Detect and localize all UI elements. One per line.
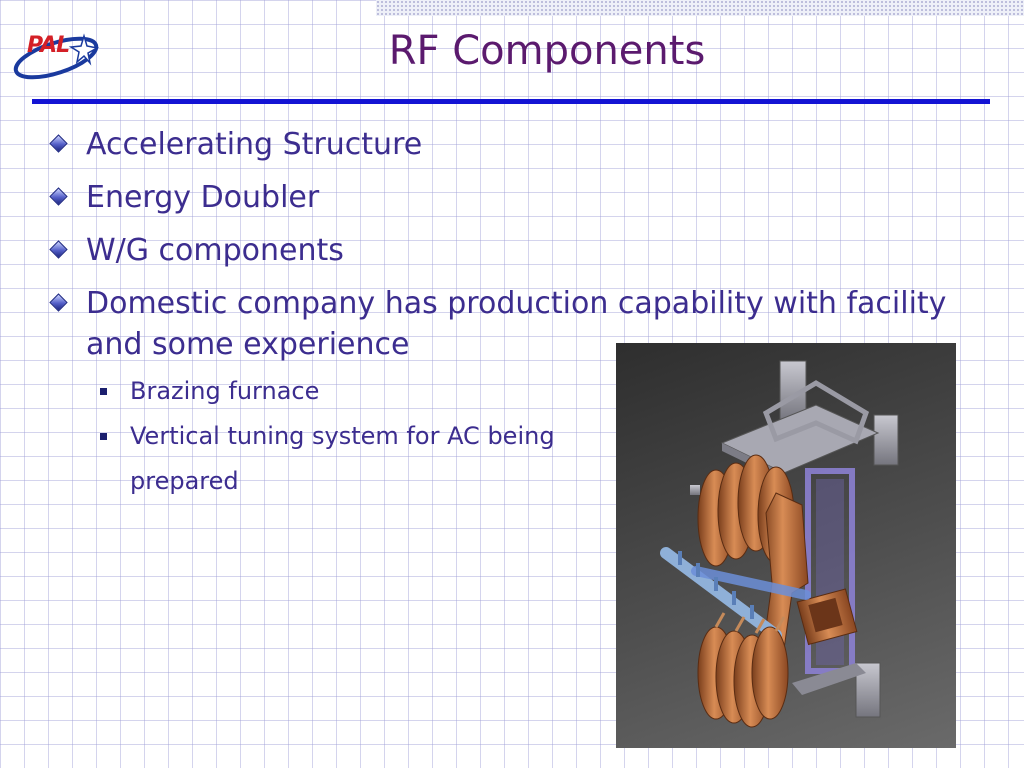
bullet-item: Accelerating Structure: [48, 124, 968, 165]
diamond-bullet-icon: [49, 134, 68, 153]
sub-bullet-item: Brazing furnace: [48, 369, 600, 414]
rf-assembly-illustration: [660, 360, 899, 728]
bullet-text: Energy Doubler: [86, 180, 320, 215]
bullet-list: Accelerating Structure Energy Doubler W/…: [48, 124, 968, 504]
top-decorative-band: [376, 0, 1024, 16]
bullet-text: Accelerating Structure: [86, 127, 423, 162]
bullet-item: W/G components: [48, 230, 968, 271]
diamond-bullet-icon: [49, 293, 68, 312]
logo-text: PAL: [27, 33, 70, 58]
diamond-bullet-icon: [49, 240, 68, 259]
sub-bullet-item: Vertical tuning system for AC being prep…: [48, 414, 590, 504]
logo-swoosh-icon: [13, 33, 100, 80]
bullet-text: Domestic company has production capabili…: [86, 286, 947, 362]
sub-bullet-text: Vertical tuning system for AC being prep…: [130, 422, 555, 495]
title-divider: [32, 99, 990, 104]
rf-component-render: [616, 343, 956, 748]
bullet-item: Domestic company has production capabili…: [48, 283, 986, 365]
slide-title: RF Components: [388, 28, 706, 74]
square-bullet-icon: [100, 388, 107, 395]
pal-logo: PAL: [12, 30, 104, 86]
diamond-bullet-icon: [49, 187, 68, 206]
bullet-text: W/G components: [86, 233, 344, 268]
sub-bullet-text: Brazing furnace: [130, 377, 320, 405]
square-bullet-icon: [100, 433, 107, 440]
bullet-item: Energy Doubler: [48, 177, 968, 218]
